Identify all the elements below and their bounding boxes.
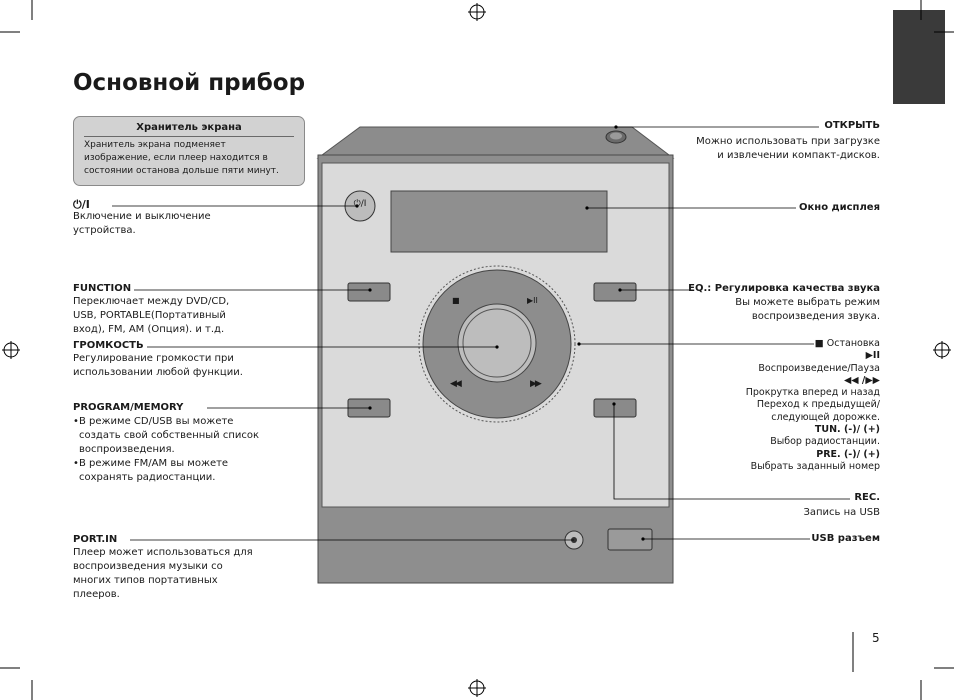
power-text: Включение и выключение устройства. — [73, 211, 211, 236]
registration-mark-top — [468, 3, 486, 21]
rec-text: Запись на USB — [803, 507, 880, 518]
port-in-label: PORT.IN — [73, 534, 118, 545]
usb-label: USB разъем — [811, 533, 880, 544]
tun-label: TUN. (-)/ (+) — [814, 424, 880, 436]
display-label: Окно дисплея — [799, 202, 880, 213]
volume-text: Регулирование громкости при использовани… — [73, 353, 243, 378]
rec-label: REC. — [854, 492, 880, 503]
device-rewind-button[interactable]: ◀◀ — [450, 379, 462, 389]
screensaver-note: Хранитель экрана Хранитель экрана подмен… — [73, 116, 305, 186]
device-stop-button[interactable]: ■ — [452, 296, 460, 305]
open-label: ОТКРЫТЬ — [824, 120, 880, 131]
open-text: Можно использовать при загрузке и извлеч… — [696, 136, 880, 161]
pre-label: PRE. (-)/ (+) — [816, 448, 880, 460]
controls-description: ■ Остановка ▶II Воспроизведение/Пауза ◀◀… — [710, 338, 880, 473]
program-memory-item: В режиме CD/USB вы можете создать свой с… — [73, 415, 278, 457]
skip-text-2: Переход к предыдущей/ — [756, 399, 880, 411]
power-label: ⏻/I — [73, 198, 90, 211]
skip-symbol: ◀◀ /▶▶ — [843, 374, 880, 386]
function-label: FUNCTION — [73, 283, 132, 294]
section-tab — [893, 10, 945, 104]
eq-label: EQ.: Регулировка качества звука — [688, 283, 880, 294]
stop-text: ■ Остановка — [814, 338, 880, 349]
function-text: Переключает между DVD/CD, USB, PORTABLE(… — [73, 296, 230, 335]
play-text: Воспроизведение/Пауза — [758, 362, 880, 374]
screensaver-note-title: Хранитель экрана — [84, 122, 294, 137]
volume-label: ГРОМКОСТЬ — [73, 340, 144, 351]
play-symbol: ▶II — [865, 350, 880, 362]
eq-text: Вы можете выбрать режим воспроизведения … — [735, 297, 880, 322]
registration-mark-left — [2, 341, 20, 359]
tun-text: Выбор радиостанции. — [770, 436, 880, 448]
program-memory-item: В режиме FM/AM вы можете сохранять радио… — [73, 457, 278, 485]
page-title: Основной прибор — [73, 70, 306, 96]
port-in-text: Плеер может использоваться для воспроизв… — [73, 547, 253, 600]
device-forward-button[interactable]: ▶▶ — [530, 379, 542, 389]
registration-mark-right — [933, 341, 951, 359]
program-memory-list: В режиме CD/USB вы можете создать свой с… — [73, 415, 278, 485]
screensaver-note-text: Хранитель экрана подменяет изображение, … — [84, 140, 279, 176]
device-power-button[interactable]: ⏻/I — [353, 199, 367, 209]
program-memory-label: PROGRAM/MEMORY — [73, 402, 184, 413]
device-play-pause-button[interactable]: ▶II — [527, 296, 538, 305]
registration-mark-bottom — [468, 679, 486, 697]
pre-text: Выбрать заданный номер — [750, 460, 880, 472]
skip-text-3: следующей дорожке. — [771, 411, 880, 423]
skip-text-1: Прокрутка вперед и назад — [745, 387, 880, 399]
page-number: 5 — [872, 631, 880, 645]
